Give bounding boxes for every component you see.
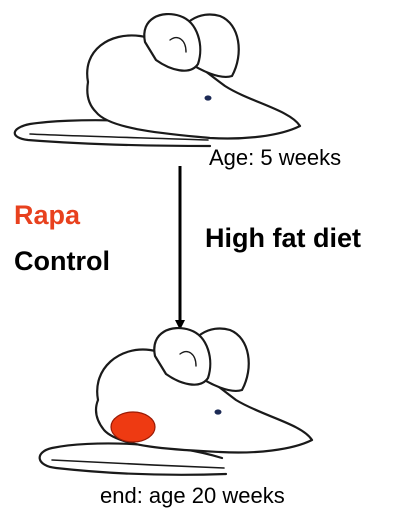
group-control-label: Control xyxy=(14,246,110,277)
start-mouse xyxy=(15,14,300,146)
group-rapa-label: Rapa xyxy=(14,200,80,231)
end-mouse xyxy=(40,328,312,475)
treatment-label: High fat diet xyxy=(205,223,361,254)
start-age-label: Age: 5 weeks xyxy=(209,145,341,171)
end-age-label: end: age 20 weeks xyxy=(100,483,285,509)
start-mouse-eye xyxy=(205,95,212,100)
tumor-mark xyxy=(111,412,155,442)
end-mouse-eye xyxy=(215,409,222,414)
